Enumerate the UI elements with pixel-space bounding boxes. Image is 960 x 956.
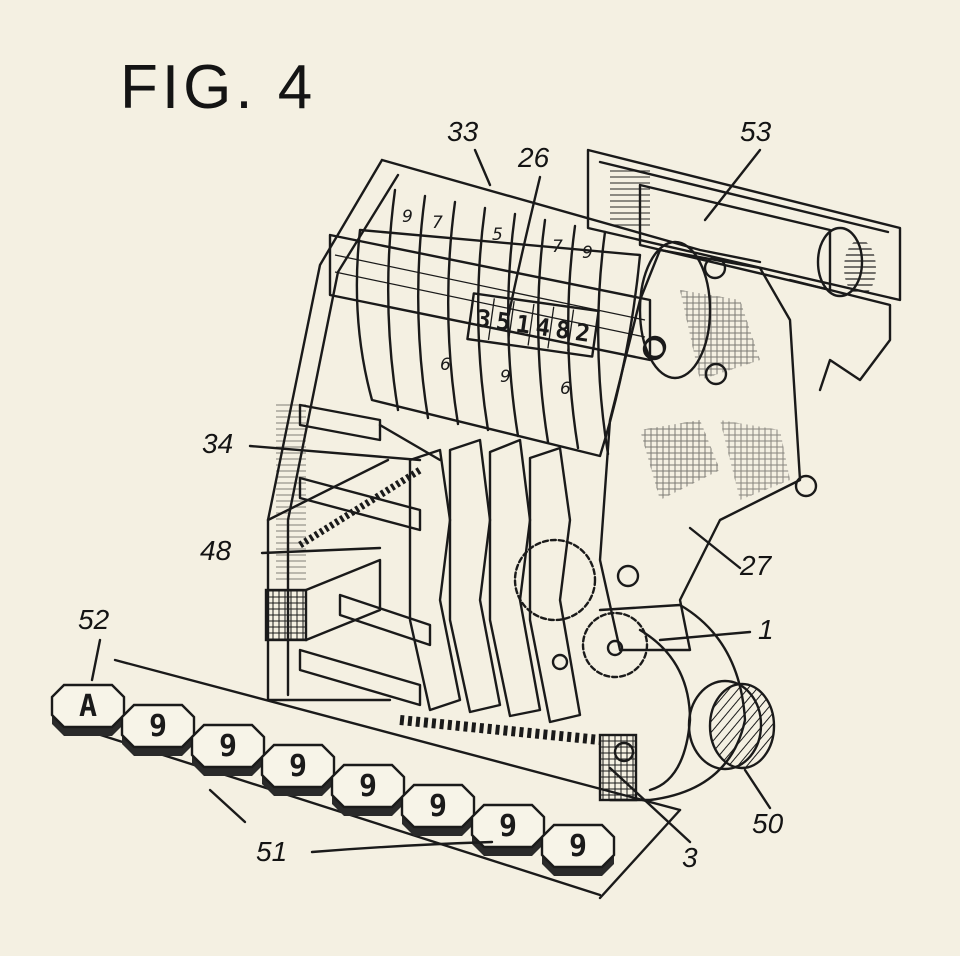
display-divider: [527, 303, 535, 346]
display-divider: [567, 309, 575, 352]
key-digit[interactable]: 9: [540, 823, 616, 876]
key-digit[interactable]: 9: [330, 763, 406, 816]
leader-lines: [90, 148, 772, 854]
display-digit: 4: [534, 313, 552, 343]
counter-drum: 9 7 5 7 9 6 9 6: [328, 188, 712, 458]
key-face: [540, 823, 616, 869]
key-digit[interactable]: 9: [190, 723, 266, 776]
figure-title: FIG. 4: [120, 53, 317, 122]
display-digit: 2: [573, 318, 591, 348]
svg-text:7: 7: [432, 213, 443, 233]
ref-1: 1: [758, 614, 774, 645]
key-label: 9: [569, 829, 587, 864]
key-face: [120, 703, 196, 749]
key-label: A: [79, 689, 97, 724]
ref-51: 51: [256, 836, 288, 867]
display-divider: [507, 301, 515, 343]
svg-text:9: 9: [402, 207, 413, 227]
ref-53: 53: [740, 116, 772, 147]
display-divider: [487, 298, 495, 341]
key-row: A 9 9 9 9 9 9 9: [50, 683, 616, 876]
shafts: [298, 403, 442, 707]
key-label: 9: [219, 729, 237, 764]
ref-27: 27: [740, 550, 772, 581]
key-digit[interactable]: 9: [400, 783, 476, 836]
ref-48: 48: [200, 535, 232, 566]
key-digit[interactable]: 9: [470, 803, 546, 856]
svg-text:9: 9: [582, 243, 593, 263]
ref-50: 50: [752, 808, 784, 839]
key-face: [470, 803, 546, 849]
display-digit: 8: [554, 315, 572, 345]
key-face: [330, 763, 406, 809]
svg-text:6: 6: [440, 355, 451, 375]
key-label: 9: [149, 709, 167, 744]
key-label: 9: [359, 769, 377, 804]
svg-text:7: 7: [552, 237, 563, 257]
key-face: [190, 723, 266, 769]
key-face: [400, 783, 476, 829]
key-face: [50, 683, 126, 729]
roller-53: [586, 148, 902, 392]
ref-33: 33: [447, 116, 479, 147]
display-digit: 3: [474, 304, 492, 334]
gear-stack: [399, 438, 649, 745]
display-digit: 1: [514, 310, 532, 340]
ref-3: 3: [682, 842, 698, 873]
key-digit[interactable]: 9: [260, 743, 336, 796]
svg-text:6: 6: [560, 379, 571, 399]
key-digit[interactable]: 9: [120, 703, 196, 756]
key-face: [260, 743, 336, 789]
key-a[interactable]: A: [50, 683, 126, 736]
key-label: 9: [289, 749, 307, 784]
svg-text:9: 9: [500, 367, 511, 387]
display-divider: [547, 306, 555, 349]
ref-26: 26: [518, 142, 550, 173]
knob-50: [687, 679, 776, 771]
ref-52: 52: [78, 604, 110, 635]
housing-frame: [264, 158, 762, 702]
ref-34: 34: [202, 428, 234, 459]
number-wheels: [386, 188, 610, 456]
svg-text:5: 5: [492, 225, 503, 245]
key-label: 9: [499, 809, 517, 844]
key-label: 9: [429, 789, 447, 824]
